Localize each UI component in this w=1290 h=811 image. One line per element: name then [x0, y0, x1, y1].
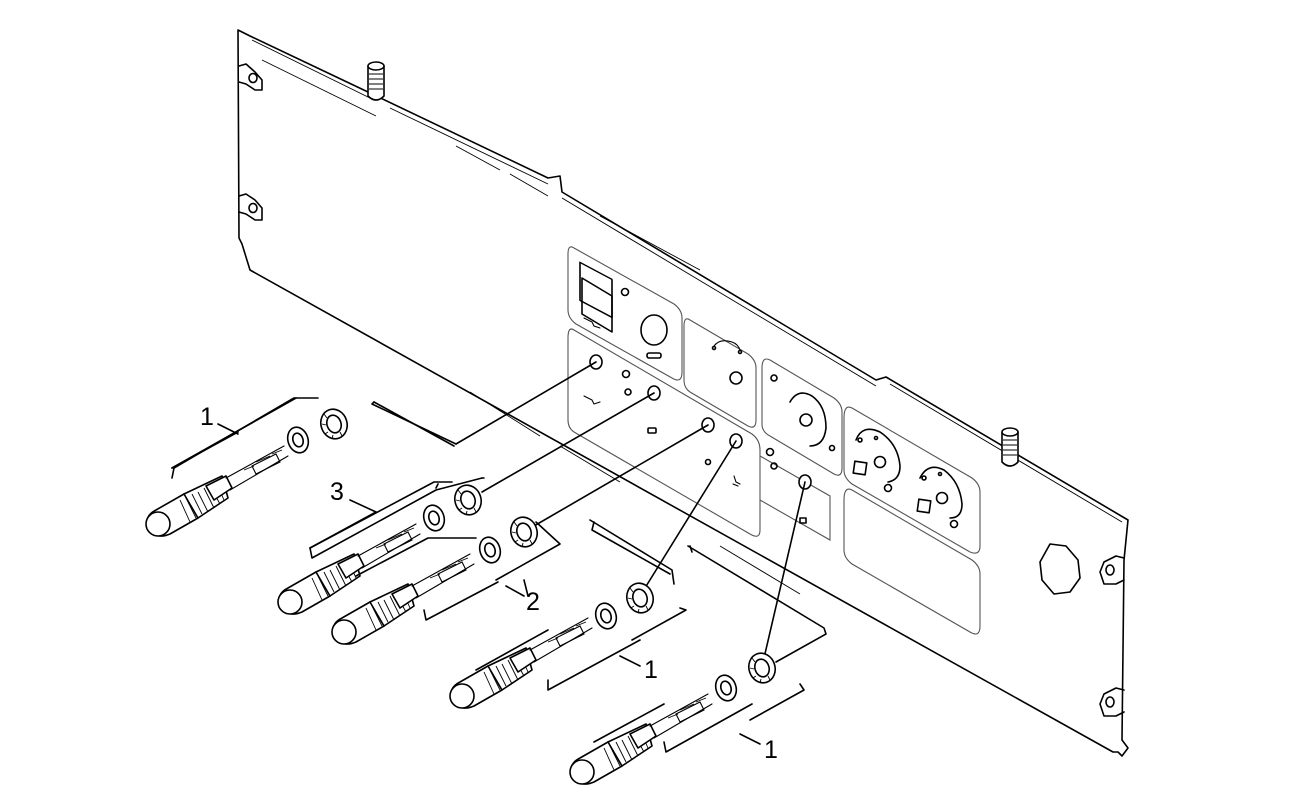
switch-stem-3 — [357, 523, 421, 569]
callout-labels: 1 3 2 1 1 — [200, 403, 778, 764]
stud-left — [367, 61, 385, 101]
washer-1c — [714, 674, 738, 702]
callout-leader-1-a — [217, 423, 239, 435]
push-button-2 — [331, 583, 419, 645]
callout-1-c: 1 — [764, 736, 778, 764]
push-button-1b — [449, 647, 537, 709]
label-plate-blank — [843, 488, 981, 635]
assembly-leader-lines — [455, 361, 806, 659]
left-mount-slot-top — [238, 63, 263, 91]
switch-assembly-1 — [145, 397, 457, 537]
callout-1-b: 1 — [644, 656, 658, 684]
washer-3 — [422, 504, 446, 532]
knurled-nut-1 — [319, 408, 349, 440]
knurled-nut-2 — [509, 516, 539, 548]
washer-1b — [594, 602, 618, 630]
right-mount-slot-top — [1099, 555, 1125, 585]
push-button-3 — [277, 553, 365, 615]
switch-stem-2 — [411, 553, 475, 599]
panel-top-fold — [251, 39, 1123, 523]
switch-assembly-1b — [449, 519, 687, 709]
switch-stem-1c — [649, 693, 713, 739]
panel-hidden-line-lower — [469, 391, 801, 595]
callout-leader-2 — [505, 585, 525, 597]
right-mount-slot-bottom — [1099, 687, 1125, 717]
switch-assembly-3 — [277, 477, 485, 615]
panel-outline — [237, 29, 1129, 757]
label-plate-gauge — [567, 246, 683, 381]
washer-1 — [286, 426, 310, 454]
push-button-1 — [145, 475, 233, 537]
callout-3: 3 — [330, 478, 344, 506]
label-plate-dial — [683, 318, 757, 428]
panel-hidden-line — [261, 59, 701, 271]
label-plate-dual-socket — [843, 406, 981, 554]
knurled-nut-1b — [625, 582, 655, 614]
switch-assembly-2 — [331, 516, 561, 645]
left-mount-slot-bottom — [238, 193, 263, 221]
push-button-1c — [569, 723, 657, 785]
knurled-nut-3 — [453, 484, 483, 516]
callout-leaders — [217, 423, 761, 745]
front-panel — [237, 29, 1129, 757]
callout-leader-1-b — [619, 655, 641, 667]
knurled-nut-1c — [747, 652, 777, 684]
callout-2: 2 — [526, 588, 540, 616]
washer-2 — [478, 536, 502, 564]
callout-leader-1-c — [739, 733, 761, 745]
label-plate-switches — [567, 328, 831, 541]
callout-1-a: 1 — [200, 403, 214, 431]
callout-leader-3 — [349, 499, 377, 513]
label-plate-socket — [761, 358, 843, 476]
switch-assembly-1c — [569, 545, 827, 785]
switch-stem-1b — [529, 617, 593, 663]
switch-stem-1 — [225, 445, 289, 491]
stud-right — [1001, 427, 1019, 467]
round-cutout — [1039, 543, 1081, 595]
